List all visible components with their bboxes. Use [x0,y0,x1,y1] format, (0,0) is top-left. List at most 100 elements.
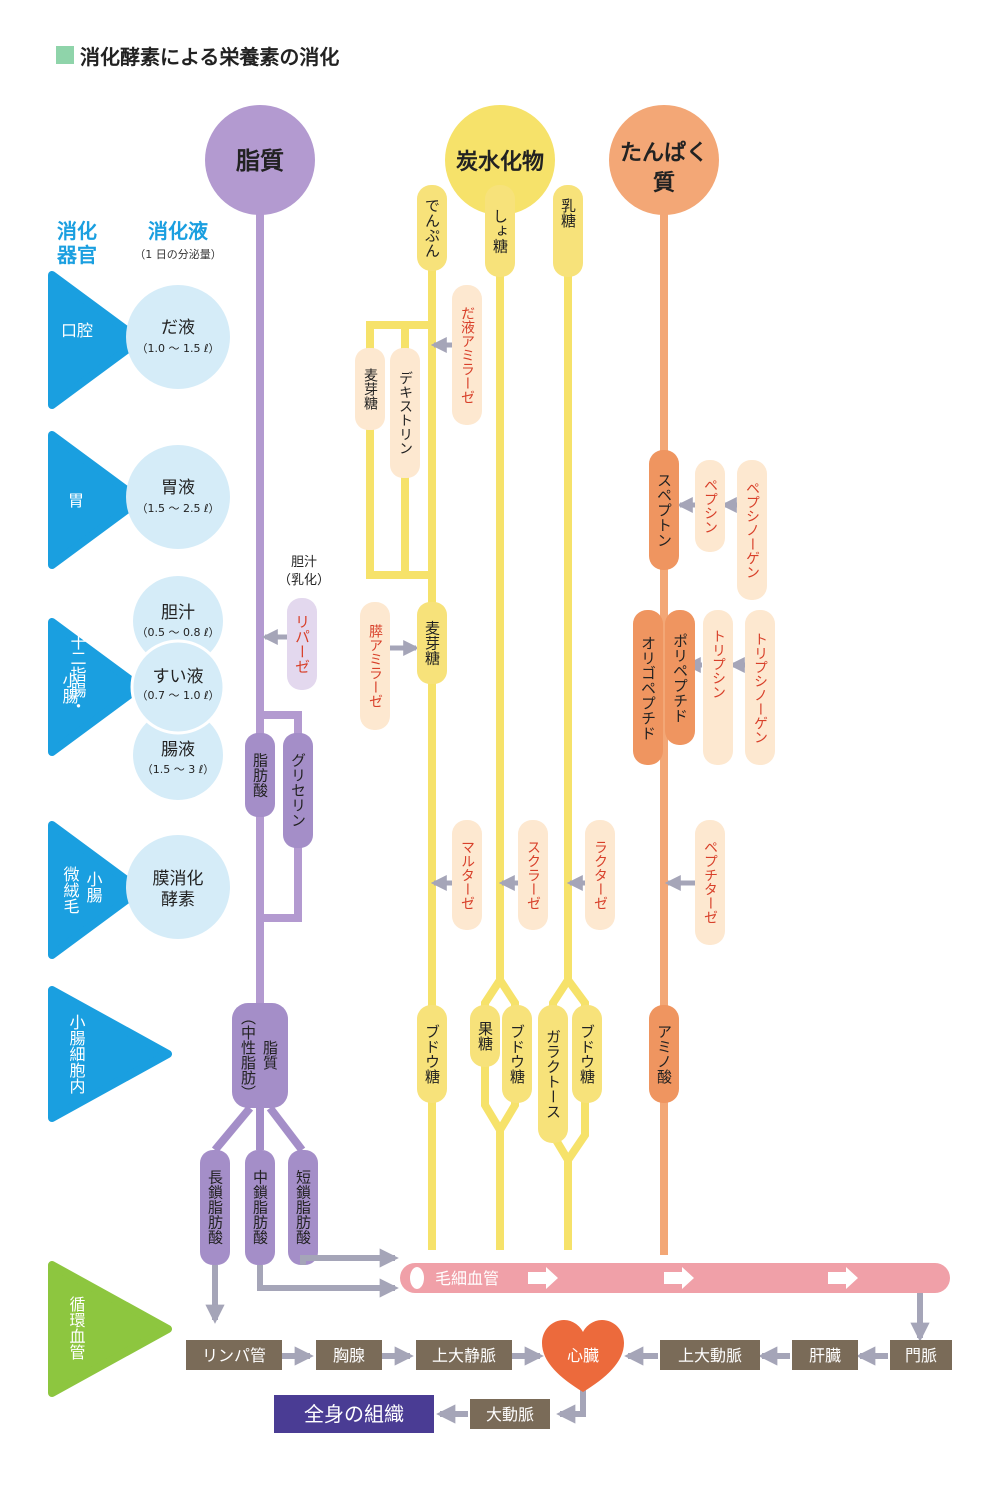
fluid-pancreatic-label: すい液 [153,667,204,687]
organ-mouth: 口腔 [48,271,144,409]
svg-text:乳糖: 乳糖 [559,198,577,228]
starch-box: でんぷん [417,185,447,271]
svg-text:ブドウ糖: ブドウ糖 [423,1024,441,1084]
fluid-membrane: 膜消化 酵素 [126,835,230,939]
salivary-amylase-box: だ液アミラーゼ [452,285,482,425]
peptone-box: スペプトン [649,450,679,570]
pepsinogen-box: ペプシノーゲン [737,460,767,600]
fluid-bile-label: 胆汁 [161,603,195,623]
fluid-bile [133,576,223,666]
fluid-saliva-label: だ液 [161,318,195,338]
oligopeptide-box: オリゴペプチド [633,610,663,765]
maltase-box: マルターゼ [452,820,482,930]
organ-circulation [48,1261,172,1397]
svg-text:でんぷん: でんぷん [423,198,441,258]
svg-text:ポリペプチド: ポリペプチド [671,633,689,723]
svg-text:全身の組織: 全身の組織 [304,1402,404,1426]
organ-header-line1: 消化 [57,219,97,243]
nutrient-fat-label: 脂質 [236,147,284,175]
svg-text:門脈: 門脈 [905,1346,937,1365]
bile-note-line2: （乳化） [278,573,330,588]
nutrient-carb: 炭水化物 [445,105,555,215]
svg-text:短鎖脂肪酸: 短鎖脂肪酸 [294,1170,312,1245]
chain-arrows [205,1248,399,1324]
fluid-membrane-line1: 膜消化 [153,869,204,889]
fat-branches [211,1105,306,1153]
liver-box: 肝臓 [792,1340,858,1370]
svg-text:グリセリン: グリセリン [289,753,307,828]
organ-villi-label-a: 小腸 [84,871,103,904]
svg-text:ガラクトース: ガラクトース [544,1029,562,1119]
galactose-box: ガラクトース [538,1005,568,1143]
svg-text:オリゴペプチド: オリゴペプチド [639,636,657,741]
glucose-3-box: ブドウ糖 [572,1005,602,1103]
fluid-gastric-amount: （1.5 ～ 2.5 ℓ） [136,502,219,515]
fluid-intestinal-label: 腸液 [161,740,195,760]
fluid-gastric: 胃液 （1.5 ～ 2.5 ℓ） [126,445,230,549]
organ-duodenum-label-b: 小腸 [60,672,79,705]
glucose-2-box: ブドウ糖 [502,1005,532,1103]
svg-text:しょ糖: しょ糖 [491,209,509,254]
svg-text:スクラーゼ: スクラーゼ [525,840,541,910]
capillary-bar: 毛細血管 [400,1263,950,1293]
organ-circulation-label: 循環血管 [67,1296,86,1360]
organ-stomach: 胃 [48,431,144,569]
circulation-arrows [282,1346,888,1424]
fluid-gastric-label: 胃液 [161,478,195,498]
capillary-arrow-3-icon [828,1267,858,1289]
svg-text:胸腺: 胸腺 [333,1346,365,1365]
svg-text:ペプシン: ペプシン [702,478,718,534]
organ-villi-label-b: 微絨毛 [61,866,80,914]
thoracic-box: 胸腺 [316,1340,382,1370]
organ-cell [48,986,172,1122]
fluid-membrane-line2: 酵素 [161,890,195,910]
fluid-header-sub: （1 日の分泌量） [134,248,222,261]
svg-text:（中性脂肪）: （中性脂肪） [239,1010,257,1100]
lymph-box: リンパ管 [186,1340,282,1370]
svg-text:トリプシノーゲン: トリプシノーゲン [752,632,768,744]
fluid-intestinal-amount: （1.5 ～ 3 ℓ） [142,763,215,776]
svg-text:膵アミラーゼ: 膵アミラーゼ [367,624,383,708]
svg-text:ブドウ糖: ブドウ糖 [578,1024,596,1084]
organ-duodenum-label-a: 十二指腸・ [68,634,87,714]
fluid-pancreatic-amount: （0.7 ～ 1.0 ℓ） [136,689,219,702]
nutrient-protein-label1: たんぱく [620,140,708,166]
title-square-icon [56,46,74,64]
maltose-b-box: 麦芽糖 [417,602,447,684]
dextrin-box: デキストリン [390,348,420,478]
neutral-fat-box: 脂質 （中性脂肪） [232,1003,288,1108]
pancreatic-amylase-box: 膵アミラーゼ [360,602,390,730]
capillary-arrow-1-icon [528,1267,558,1289]
bile-note-line1: 胆汁 [291,555,317,570]
svg-text:上大動脈: 上大動脈 [678,1346,742,1365]
svg-text:リパーゼ: リパーゼ [293,614,311,674]
capillary-arrow-2-icon [664,1267,694,1289]
fructose-box: 果糖 [470,1005,500,1067]
heart-icon: 心臓 [542,1320,624,1392]
svg-text:肝臓: 肝臓 [809,1346,841,1365]
svg-text:ブドウ糖: ブドウ糖 [508,1024,526,1084]
svg-text:スペプトン: スペプトン [655,473,673,548]
medium-chain-box: 中鎖脂肪酸 [245,1150,275,1265]
svg-text:トリプシン: トリプシン [710,629,726,699]
fluid-header: 消化液 [148,219,209,243]
nutrient-carb-label: 炭水化物 [456,149,544,175]
lactase-box: ラクターゼ [585,820,615,930]
svg-text:ラクターゼ: ラクターゼ [592,840,608,910]
long-chain-box: 長鎖脂肪酸 [200,1150,230,1265]
svg-text:マルターゼ: マルターゼ [459,840,475,910]
lipase-box: リパーゼ [287,598,317,690]
svg-text:果糖: 果糖 [476,1021,494,1051]
organ-duodenum [48,618,144,756]
maltose-a-box: 麦芽糖 [355,348,385,430]
svg-text:大動脈: 大動脈 [486,1405,534,1424]
organ-villi [48,821,144,959]
peptidase-box: ペプチターゼ [695,820,725,945]
fatty-acid-box: 脂肪酸 [245,733,275,817]
glycerin-box: グリセリン [283,733,313,848]
svg-text:ペプチターゼ: ペプチターゼ [702,840,718,924]
tissue-box: 全身の組織 [274,1395,434,1433]
organ-header-line2: 器官 [56,243,97,267]
svc-box: 上大静脈 [416,1340,512,1370]
